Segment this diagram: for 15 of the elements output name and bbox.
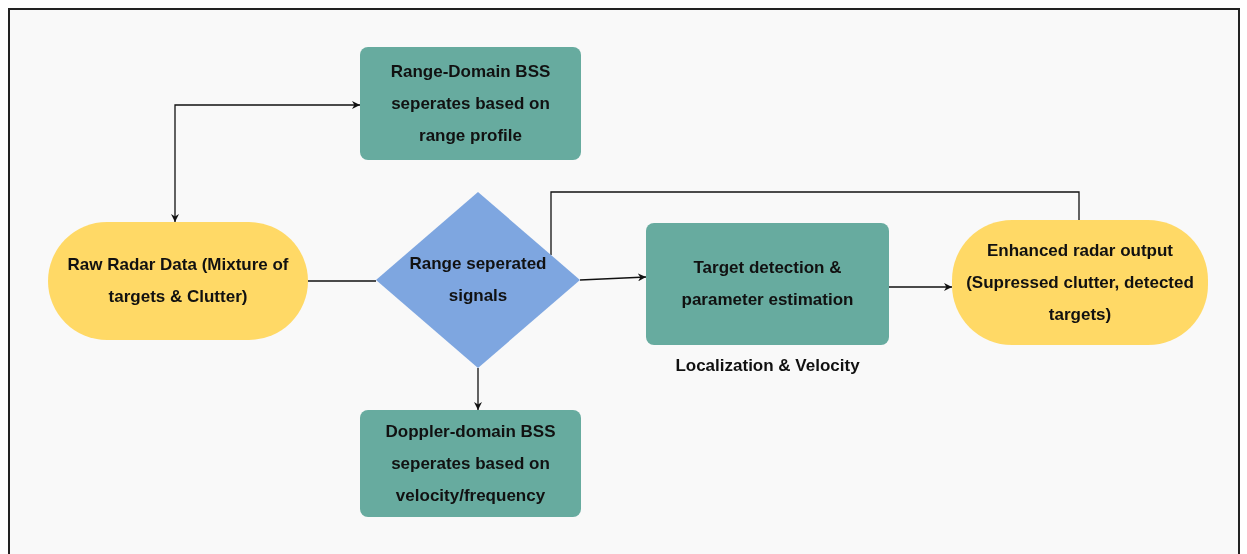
decision-diamond	[376, 192, 580, 368]
process-box	[646, 223, 889, 345]
node-text: Target detection & parameter estimation	[680, 257, 855, 311]
node-text: Range-Domain BSS seperates based on range profile	[389, 60, 552, 147]
node-text: Raw Radar Data (Mixture of targets & Clutter)	[66, 254, 290, 308]
connector-arrow	[171, 101, 361, 223]
connector-arrow	[474, 367, 482, 411]
process-box	[360, 47, 581, 160]
node-caption: Localization & Velocity	[674, 355, 861, 377]
connector-arrow	[888, 283, 953, 291]
process-box	[360, 410, 581, 517]
node-text: Range seperated signals	[408, 253, 548, 307]
connector-arrow	[579, 273, 647, 282]
node-text: Enhanced radar output (Supressed clutter, detected targets)	[965, 239, 1195, 326]
node-text: Doppler-domain BSS seperates based on velocity/frequency	[384, 420, 557, 507]
